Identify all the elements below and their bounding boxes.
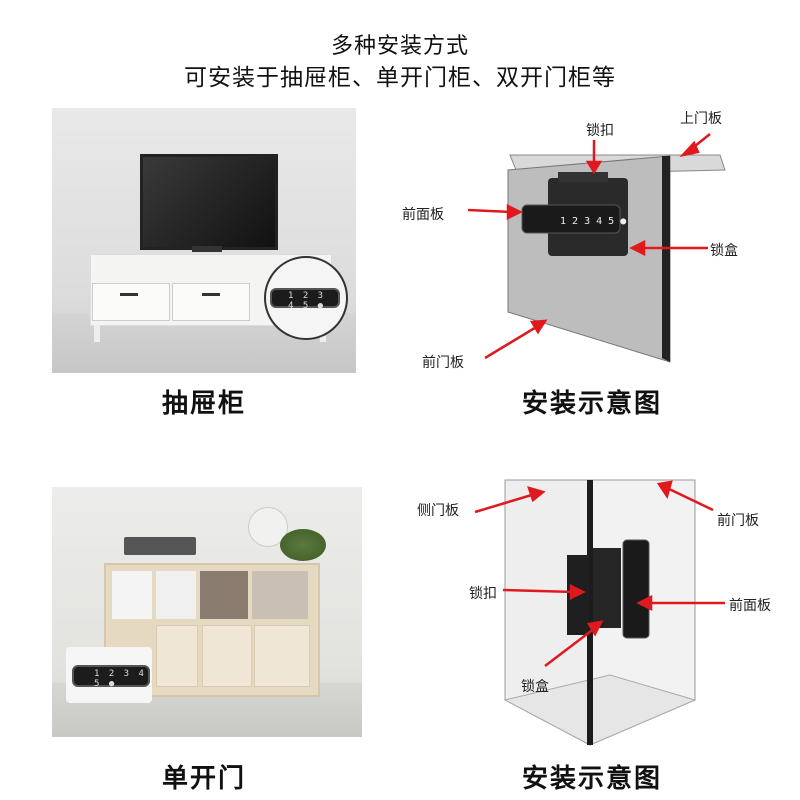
front-keypad-shape-2 (622, 539, 650, 639)
diagram-bottom-caption: 安装示意图 (521, 764, 662, 794)
diagram-bottom-drawing (474, 479, 725, 746)
single-door-cabinet-photo: 1 2 3 4 5 ● (52, 487, 362, 737)
tv-screen (140, 154, 278, 250)
keypad-digits: 1 2 3 4 5 ● (288, 291, 326, 311)
diagram-top-caption: 安装示意图 (521, 389, 662, 419)
lock-catch-shape (558, 172, 608, 182)
diagram-bottom: 侧门板 前门板 锁扣 前面板 锁盒 (395, 470, 800, 760)
drawer-caption: 抽屉柜 (161, 389, 246, 419)
front-door-edge (662, 156, 670, 362)
label-lock-box: 锁盒 (710, 243, 738, 259)
header-subtitle: 可安装于抽屉柜、单开门柜、双开门柜等 (184, 65, 616, 91)
label-lock-box-2: 锁盒 (521, 679, 549, 695)
label-lock-catch: 锁扣 (586, 123, 614, 139)
lock-catch-shape-2 (593, 548, 621, 628)
label-front-panel: 前面板 (402, 207, 444, 223)
label-front-door-2: 前门板 (717, 513, 759, 529)
diagram-top-drawing: 1 2 3 4 5 ● (467, 133, 726, 363)
drawer-cabinet-photo: 1 2 3 4 5 ● (52, 108, 356, 373)
label-front-panel-2: 前面板 (729, 598, 771, 614)
label-front-door: 前门板 (422, 355, 464, 371)
label-top-panel: 上门板 (680, 111, 722, 127)
diagram-top: 1 2 3 4 5 ● 锁扣 上门板 前面板 锁盒 前门板 (380, 100, 800, 390)
bottom-panel-shape (503, 674, 697, 746)
front-keypad-digits: 1 2 3 4 5 ● (560, 216, 626, 227)
header-title: 多种安装方式 (330, 34, 469, 59)
single-door-caption: 单开门 (161, 764, 246, 794)
label-side-panel: 侧门板 (417, 503, 459, 519)
keypad-lock-2: 1 2 3 4 5 ● (72, 665, 150, 689)
keypad-lock: 1 2 3 4 5 ● (270, 288, 340, 311)
front-keypad-shape (521, 204, 621, 234)
label-lock-catch-2: 锁扣 (469, 586, 497, 602)
keypad-digits-2: 1 2 3 4 5 ● (94, 669, 146, 689)
